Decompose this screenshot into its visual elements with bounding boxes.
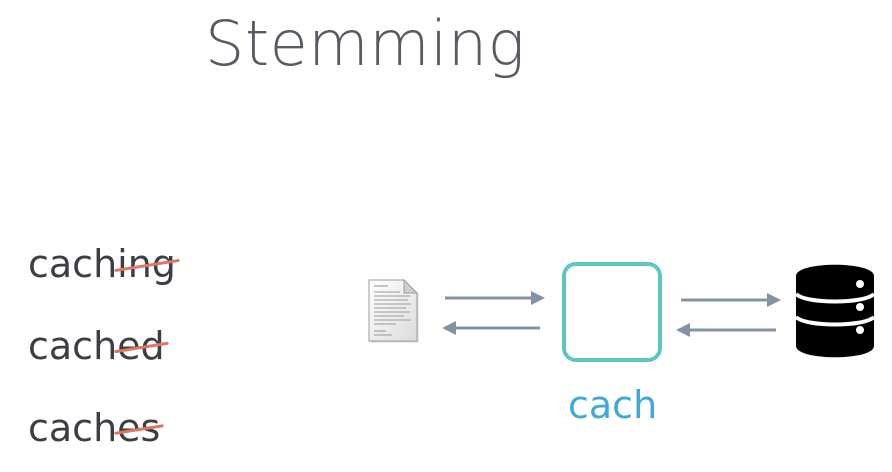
word-suffix-struck: es (114, 408, 165, 448)
arrow-right-icon (681, 293, 781, 307)
stem-result-label: cach (568, 383, 658, 427)
arrow-left-icon (442, 321, 540, 335)
word-stem: cach (28, 242, 118, 286)
word-stem: cach (28, 324, 118, 368)
arrow-right-icon (445, 291, 545, 305)
word-cached: cached (28, 324, 169, 368)
word-suffix-struck: ed (114, 326, 169, 366)
word-caching: caching (28, 242, 180, 286)
word-suffix-struck: ing (114, 244, 180, 284)
word-caches: caches (28, 406, 165, 450)
database-icon (794, 264, 876, 358)
document-icon (368, 278, 419, 343)
arrow-left-icon (676, 323, 776, 337)
word-stem: cach (28, 406, 118, 450)
stemmer-box (562, 262, 662, 362)
slide-title: Stemming (205, 7, 526, 80)
